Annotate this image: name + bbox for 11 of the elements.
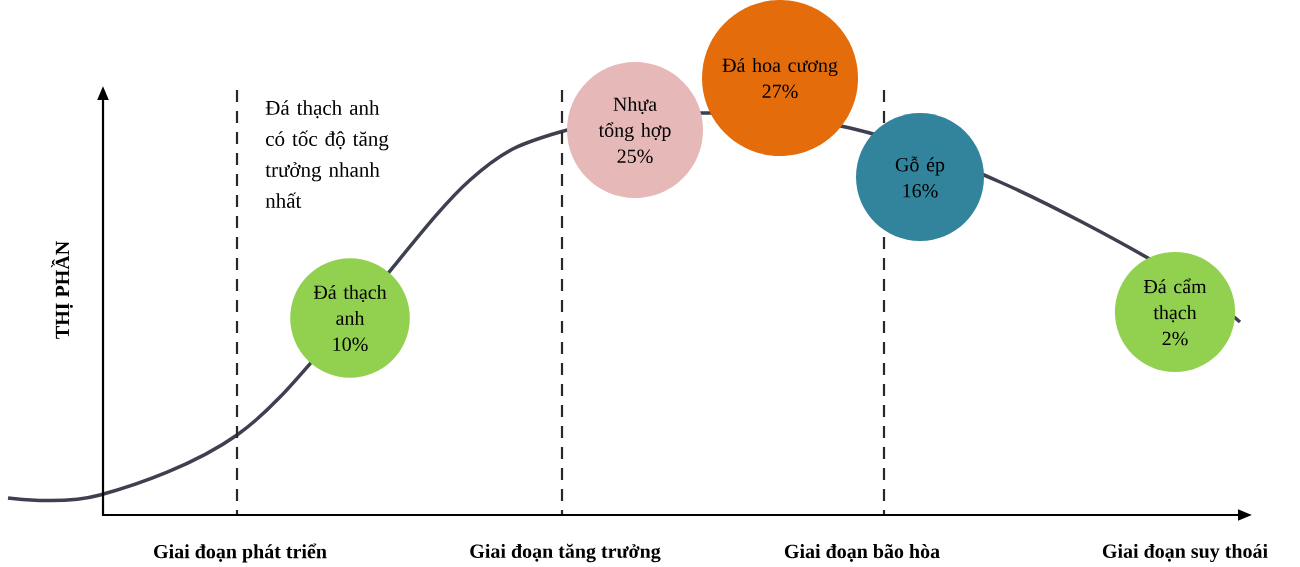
axis-title: THỊ PHẦN [51, 241, 73, 339]
bubble: Nhựa tổng hợp 25% [567, 62, 703, 198]
annotation: Đá thạch anh có tốc độ tăng trưởng nhanh nhất [265, 100, 389, 208]
bubble: Gỗ ép 16% [856, 113, 984, 241]
stage-label: Giai đoạn tăng trưởng [470, 543, 661, 563]
bubble: Đá thạch anh 10% [290, 258, 410, 378]
stage-label: Giai đoạn suy thoái [1102, 543, 1268, 563]
bubble: Đá cẩm thạch 2% [1114, 251, 1236, 373]
stage-label: Giai đoạn phát triển [154, 543, 327, 563]
stage-label: Giai đoạn bão hòa [784, 544, 940, 562]
bubble: Đá hoa cương 27% [702, 0, 858, 156]
